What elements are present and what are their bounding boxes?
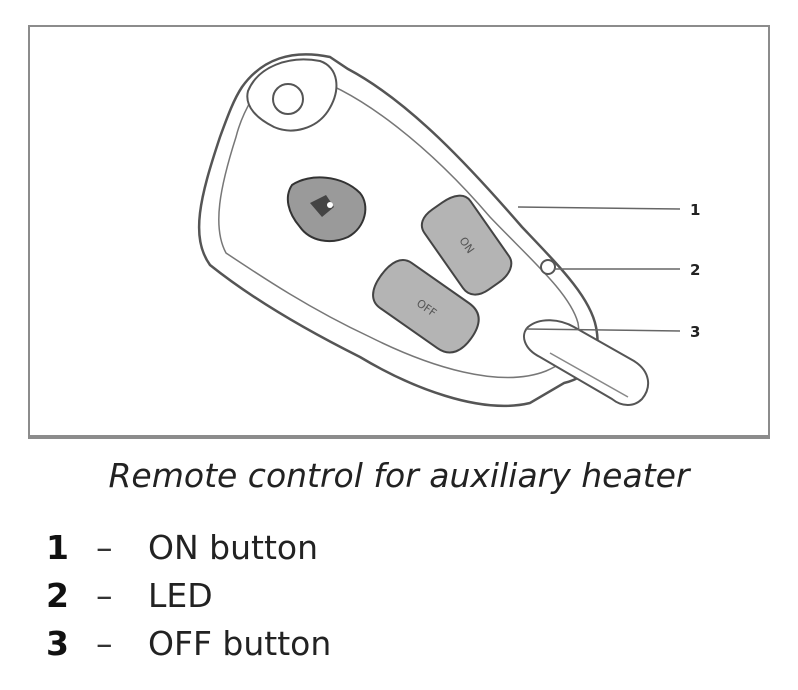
leader-line-1: [517, 206, 681, 210]
callout-3: 3: [690, 323, 700, 341]
key-blade-groove: [549, 352, 629, 398]
remote-body-outline: [197, 53, 599, 408]
callout-1: 1: [690, 201, 700, 219]
led-indicator: [540, 259, 556, 275]
on-button[interactable]: ON: [416, 189, 518, 301]
off-button[interactable]: OFF: [365, 253, 487, 361]
legend-text: ON button: [148, 528, 318, 567]
legend-item: 1 – ON button: [46, 528, 331, 576]
legend-list: 1 – ON button 2 – LED 3 – OFF button: [46, 528, 331, 672]
legend-dash: –: [96, 624, 113, 663]
keyring-hole: [272, 83, 304, 115]
key-blade: [523, 319, 650, 406]
legend-item: 3 – OFF button: [46, 624, 331, 672]
remote-control-illustration: ON OFF 1 2 3: [197, 53, 700, 408]
callout-2: 2: [690, 261, 700, 279]
figure-caption: Remote control for auxiliary heater: [108, 456, 690, 495]
legend-dash: –: [96, 576, 113, 615]
emblem-detail: [310, 195, 334, 217]
legend-dash: –: [96, 528, 113, 567]
legend-text: LED: [148, 576, 213, 615]
remote-body-inner-contour: [218, 74, 580, 379]
emblem-dot: [327, 202, 333, 208]
legend-item: 2 – LED: [46, 576, 331, 624]
legend-number: 3: [46, 624, 69, 663]
figure-frame: ON OFF 1 2 3: [28, 25, 770, 439]
legend-number: 1: [46, 528, 69, 567]
leader-line-3: [525, 328, 681, 332]
legend-number: 2: [46, 576, 69, 615]
legend-text: OFF button: [148, 624, 332, 663]
